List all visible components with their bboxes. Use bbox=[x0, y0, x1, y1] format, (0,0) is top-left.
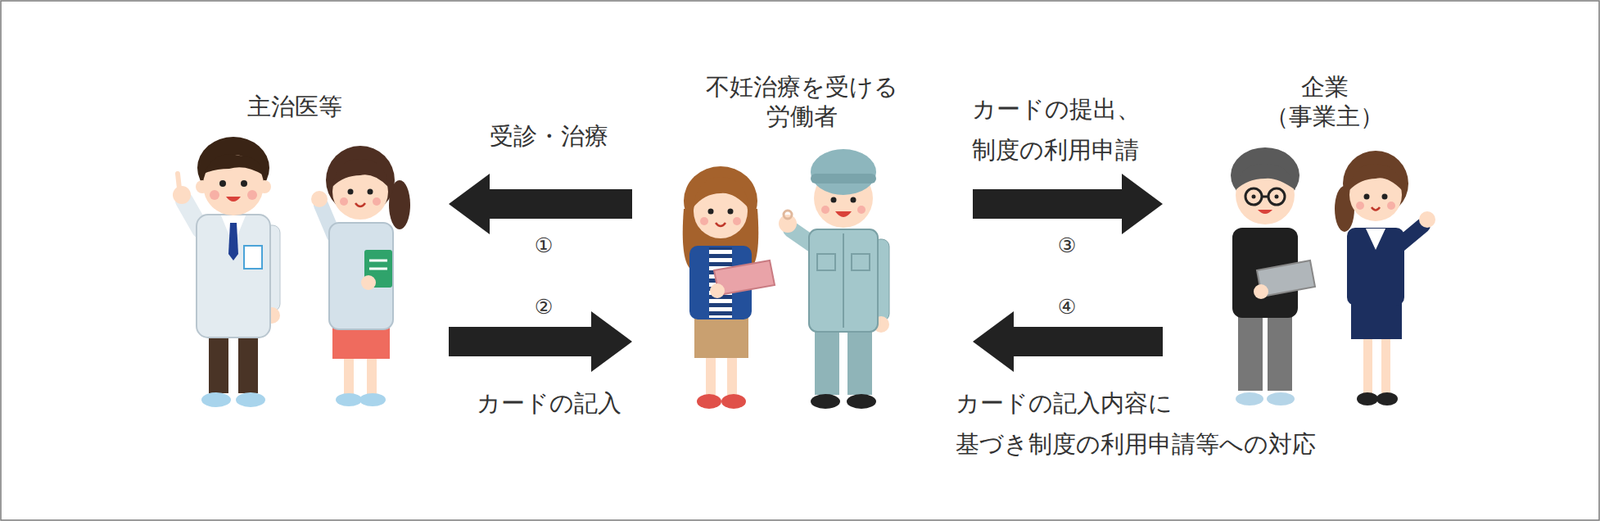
nurse-figure bbox=[311, 145, 411, 407]
group-heading: 企業 （事業主） bbox=[1258, 72, 1392, 132]
arrow-label: カードの記入 bbox=[476, 388, 622, 418]
callout-number: ③ bbox=[1057, 235, 1076, 256]
flow-arrow bbox=[448, 173, 633, 235]
flow-arrow bbox=[448, 311, 633, 372]
group-heading: 不妊治療を受ける 労働者 bbox=[700, 72, 904, 132]
callout-number: ② bbox=[534, 296, 553, 317]
figure-group: 不妊治療を受ける 労働者 bbox=[655, 72, 950, 426]
flow-arrow bbox=[972, 311, 1163, 372]
figure-group: 企業 （事業主） bbox=[1185, 72, 1465, 426]
callout-number: ① bbox=[534, 235, 553, 256]
arrow-label: カードの記入内容に 基づき制度の利用申請等への対応 bbox=[955, 382, 1322, 465]
callout-number: ④ bbox=[1057, 296, 1076, 317]
doctor-figure bbox=[172, 136, 281, 407]
flow-arrow bbox=[972, 173, 1163, 235]
employer-figure bbox=[1334, 150, 1436, 406]
arrow-label: カードの提出、 制度の利用申請 bbox=[971, 88, 1149, 171]
group-heading: 主治医等 bbox=[223, 91, 367, 122]
worker-figure bbox=[778, 149, 890, 409]
figure-group: 主治医等 bbox=[163, 91, 426, 426]
worker-figure bbox=[682, 166, 775, 409]
employer-figure bbox=[1230, 147, 1316, 406]
arrow-label: 受診・治療 bbox=[489, 121, 609, 151]
